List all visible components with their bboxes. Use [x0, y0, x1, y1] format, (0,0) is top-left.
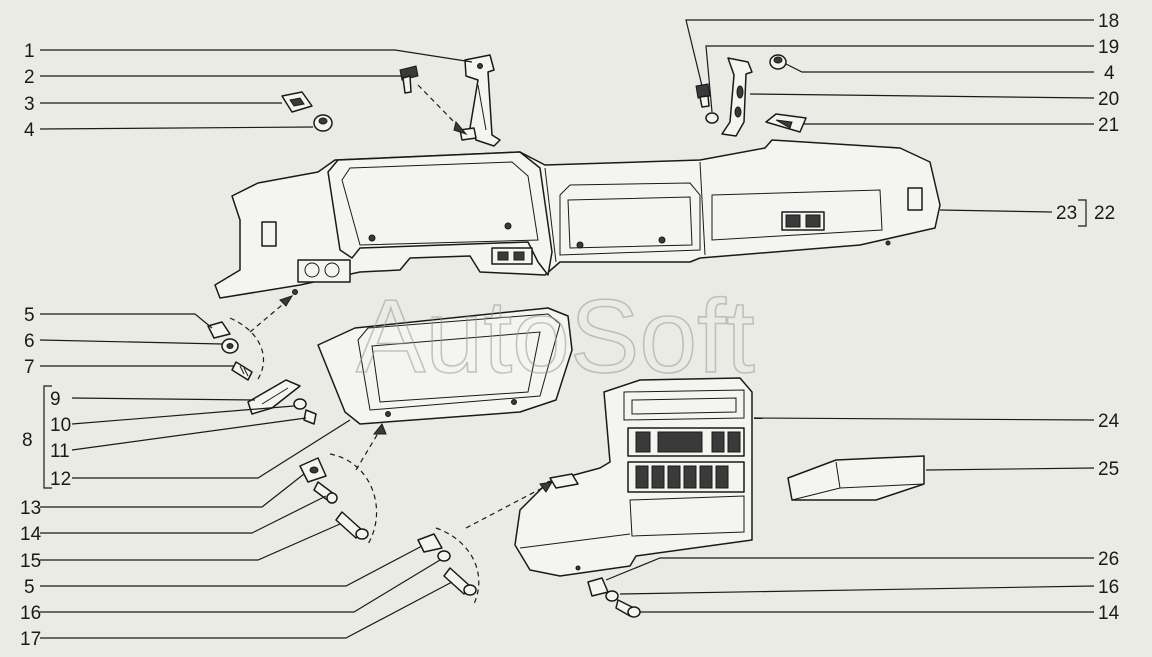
label-17: 17: [20, 629, 41, 650]
part-16-washer-left: [437, 550, 451, 562]
arrow-2-to-1: [417, 84, 461, 129]
label-19: 19: [1098, 37, 1119, 58]
part-18-screw: [695, 83, 711, 108]
label-14-right: 14: [1098, 603, 1120, 624]
label-25: 25: [1098, 459, 1119, 480]
part-4-nut-left: [313, 114, 333, 132]
arrow-5-to-panel: [249, 299, 289, 333]
label-4-right: 4: [1104, 63, 1115, 84]
part-25-tray: [787, 455, 925, 501]
part-17-screw: [443, 567, 477, 596]
part-21-clip: [765, 113, 807, 133]
part-26-clip: [587, 577, 609, 597]
arrow-13-to-hood: [355, 429, 381, 471]
label-11: 11: [50, 441, 70, 462]
label-18: 18: [1098, 11, 1119, 32]
part-3-clip: [281, 91, 313, 113]
part-19-washer: [705, 112, 719, 124]
arrow-head: [539, 481, 553, 493]
label-23: 23: [1056, 203, 1077, 224]
label-4-left: 4: [24, 120, 35, 141]
label-2: 2: [24, 67, 35, 88]
part-24-center-console: [514, 377, 753, 577]
bracket-arc-upper: [229, 317, 265, 383]
part-11-screw: [303, 409, 317, 425]
label-5-upper: 5: [24, 305, 35, 326]
label-3: 3: [24, 94, 35, 115]
part-10-washer: [293, 398, 307, 410]
part-number-labels: 1 2 3 4 5 6 7 8 9 10 11 12 13 14 15 5 16…: [20, 11, 1120, 650]
part-24-tab: [549, 473, 579, 489]
label-20: 20: [1098, 89, 1119, 110]
part-9-bracket: [247, 379, 301, 415]
label-26: 26: [1098, 549, 1119, 570]
label-12: 12: [50, 469, 71, 490]
bracket-arc-lower: [435, 527, 480, 605]
part-12-instrument-hood: [317, 307, 573, 425]
part-1-bracket: [459, 54, 501, 147]
label-6: 6: [24, 331, 35, 352]
label-24: 24: [1098, 411, 1120, 432]
dashboard-panel: [214, 139, 941, 299]
part-5-clip-upper: [207, 321, 231, 339]
label-7: 7: [24, 357, 35, 378]
label-21: 21: [1098, 115, 1119, 136]
label-1: 1: [24, 41, 35, 62]
arrow-head: [279, 295, 294, 307]
watermark-text: AutoSoft: [356, 279, 755, 395]
label-8: 8: [22, 430, 33, 451]
part-14-screw-right: [615, 599, 641, 618]
leader-lines: [39, 19, 1095, 639]
arrow-head: [453, 120, 468, 136]
label-16-right: 16: [1098, 577, 1119, 598]
part-2-bolt: [399, 65, 419, 94]
label-22: 22: [1094, 203, 1115, 224]
label-13: 13: [20, 498, 41, 519]
part-13-clip: [299, 457, 327, 483]
part-15-screw: [335, 511, 369, 540]
part-16-washer-right: [605, 590, 619, 602]
bracket-arc-middle: [329, 453, 378, 545]
part-20-bracket: [721, 57, 753, 137]
label-5-lower: 5: [24, 577, 35, 598]
label-9: 9: [50, 389, 61, 410]
label-16-left: 16: [20, 603, 41, 624]
label-10: 10: [50, 415, 71, 436]
part-4-nut-right: [769, 54, 787, 70]
arrow-5-to-console: [465, 485, 547, 529]
part-6-washer: [221, 338, 239, 354]
label-15: 15: [20, 551, 41, 572]
label-14-left: 14: [20, 524, 42, 545]
arrow-head: [372, 423, 387, 435]
part-14-screw: [313, 481, 338, 504]
part-7-screw: [231, 361, 253, 381]
part-5-clip-lower: [417, 533, 443, 553]
